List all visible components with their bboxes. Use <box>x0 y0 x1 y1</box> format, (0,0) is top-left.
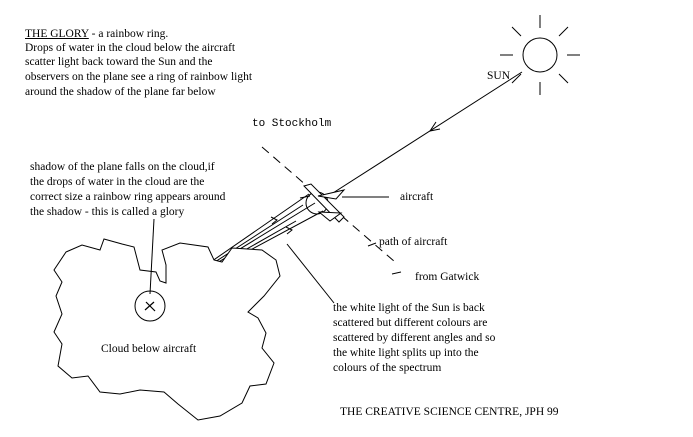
sun-label: SUN <box>487 70 511 82</box>
shadow-text-line: correct size a rainbow ring appears arou… <box>30 191 226 203</box>
shadow-text-line: the shadow - this is called a glory <box>30 206 185 218</box>
leader-lines <box>149 196 402 304</box>
shadow-text-line: shadow of the plane falls on the cloud,i… <box>30 161 215 173</box>
to-stockholm-label: to Stockholm <box>252 118 332 130</box>
cloud-label: Cloud below aircraft <box>101 343 197 355</box>
credit-label: THE CREATIVE SCIENCE CENTRE, JPH 99 <box>340 406 559 418</box>
intro-line: Drops of water in the cloud below the ai… <box>25 42 236 54</box>
white-light-text-line: the white light of the Sun is back <box>333 302 485 314</box>
white-light-text-line: the white light splits up into the <box>333 347 479 359</box>
sun-icon <box>500 15 580 95</box>
path-of-aircraft-label: path of aircraft <box>379 236 448 248</box>
cloud-outline <box>53 238 281 421</box>
white-light-text-line: colours of the spectrum <box>333 362 442 374</box>
aircraft-label: aircraft <box>400 191 434 203</box>
diagram-title: THE GLORY <box>25 28 89 40</box>
sunlight-ray <box>321 71 523 201</box>
title-suffix: - a rainbow ring. <box>88 28 169 40</box>
white-light-text-line: scattered by different angles and so <box>333 332 496 344</box>
shadow-text-line: the drops of water in the cloud are the <box>30 176 205 188</box>
title-line: THE GLORY - a rainbow ring. <box>25 27 168 41</box>
white-light-text-line: scattered but different colours are <box>333 317 488 329</box>
plane-shadow-icon <box>144 301 156 312</box>
intro-line: scatter light back toward the Sun and th… <box>25 56 213 68</box>
intro-line: observers on the plane see a ring of rai… <box>25 71 253 83</box>
from-gatwick-label: from Gatwick <box>415 271 480 283</box>
intro-line: around the shadow of the plane far below <box>25 86 216 98</box>
